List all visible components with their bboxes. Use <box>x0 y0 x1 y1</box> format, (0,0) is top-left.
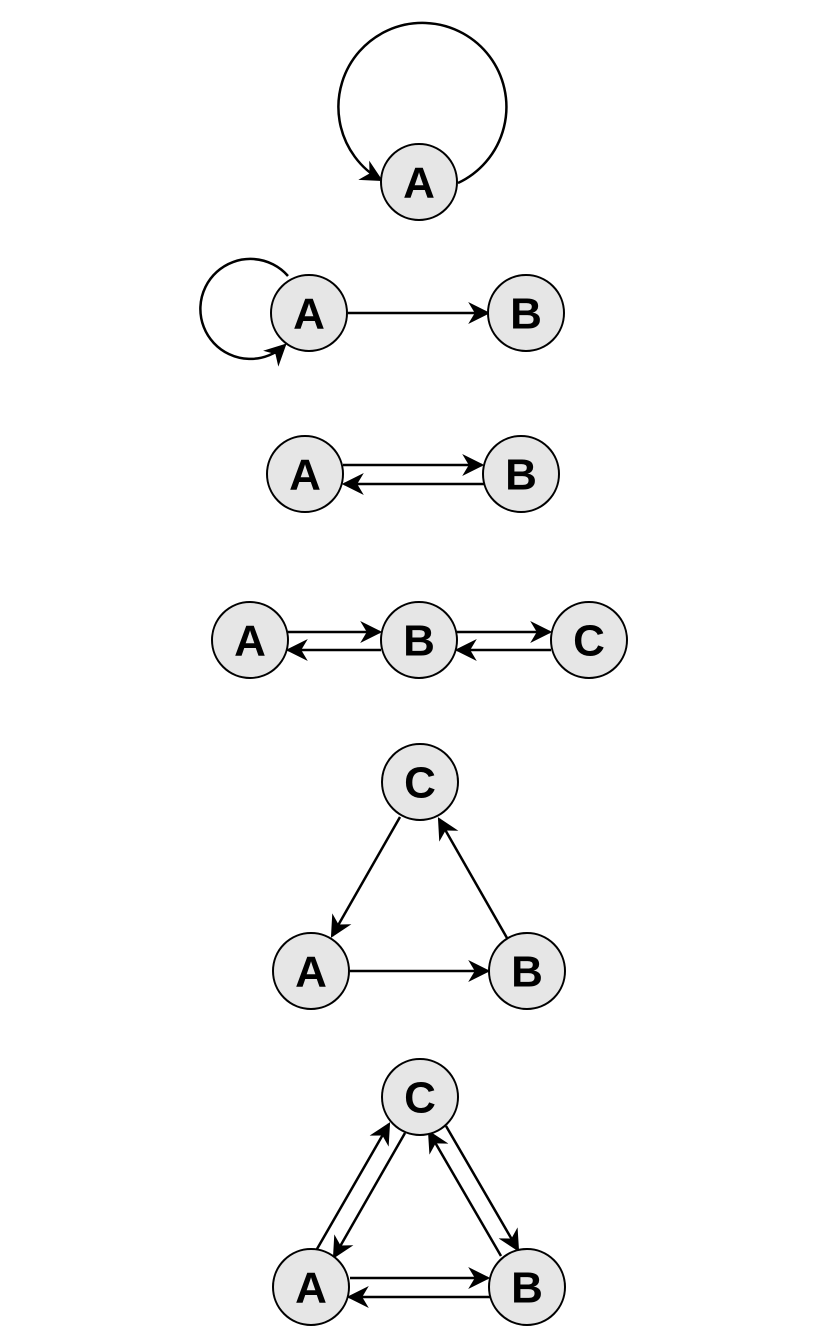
node-label: A <box>295 948 327 997</box>
node-label: C <box>404 1074 436 1123</box>
node-b: B <box>487 274 565 352</box>
node-label: C <box>404 759 436 808</box>
node-label: C <box>573 617 605 666</box>
node-a: A <box>380 143 458 221</box>
node-c: C <box>381 1058 459 1136</box>
node-b: B <box>482 435 560 513</box>
edge-c-to-b <box>444 1125 520 1252</box>
diagram-self-loop: A <box>337 21 508 221</box>
edge-a-to-a <box>337 21 508 185</box>
node-b: B <box>488 1248 566 1326</box>
node-a: A <box>211 601 289 679</box>
edge-c-to-a <box>332 1132 407 1259</box>
node-label: B <box>511 948 543 997</box>
edge-a-to-c <box>315 1122 391 1250</box>
node-label: B <box>505 451 537 500</box>
edge-b-to-c <box>437 817 509 939</box>
node-c: C <box>381 743 459 821</box>
node-b: B <box>488 932 566 1010</box>
diagram-cycle: C A B <box>272 743 566 1010</box>
node-label: A <box>234 617 266 666</box>
node-label: B <box>403 617 435 666</box>
node-a: A <box>266 435 344 513</box>
diagram-two-way-chain: A B C <box>211 601 628 679</box>
node-label: B <box>510 290 542 339</box>
node-b: B <box>380 601 458 679</box>
node-c: C <box>550 601 628 679</box>
diagram-complete: C A B <box>272 1058 566 1326</box>
node-a: A <box>272 932 350 1010</box>
node-label: A <box>293 290 325 339</box>
edge-c-to-a <box>330 816 402 938</box>
node-a: A <box>270 274 348 352</box>
node-label: A <box>295 1264 327 1313</box>
node-label: A <box>403 159 435 208</box>
diagram-self-loop-and-edge: A B <box>199 257 565 367</box>
node-label: A <box>289 451 321 500</box>
node-a: A <box>272 1248 350 1326</box>
edge-b-to-c <box>427 1130 503 1257</box>
diagram-two-way-pair: A B <box>266 435 560 513</box>
edge-a-to-a <box>199 257 289 367</box>
node-label: B <box>511 1264 543 1313</box>
